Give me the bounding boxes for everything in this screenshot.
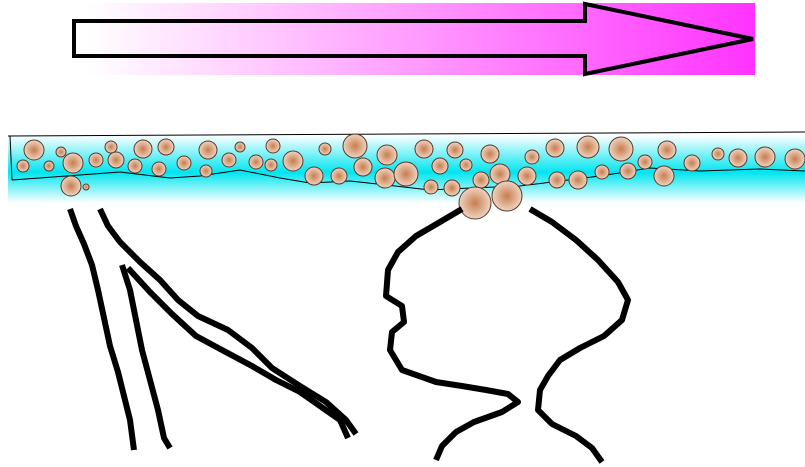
particle-27 bbox=[343, 134, 367, 158]
particle-14 bbox=[158, 139, 174, 155]
particle-24 bbox=[305, 167, 323, 185]
particle-48 bbox=[577, 136, 599, 158]
particle-45 bbox=[546, 139, 564, 157]
particle-42 bbox=[492, 181, 522, 211]
particle-26 bbox=[331, 168, 347, 184]
particle-31 bbox=[394, 162, 418, 186]
particle-16 bbox=[200, 165, 212, 177]
particle-20 bbox=[249, 155, 263, 169]
particle-58 bbox=[755, 147, 775, 167]
particle-38 bbox=[473, 172, 489, 188]
particle-9 bbox=[17, 160, 29, 172]
particle-55 bbox=[684, 155, 700, 171]
particle-59 bbox=[785, 149, 805, 169]
particle-57 bbox=[729, 149, 747, 167]
particle-layer bbox=[8, 132, 805, 219]
particle-13 bbox=[152, 162, 166, 176]
particle-22 bbox=[266, 139, 280, 153]
particle-32 bbox=[415, 140, 433, 158]
particle-47 bbox=[569, 171, 587, 189]
particle-56 bbox=[712, 148, 724, 160]
particle-3 bbox=[63, 153, 83, 173]
particle-30 bbox=[377, 145, 397, 165]
particle-29 bbox=[375, 168, 395, 188]
particle-8 bbox=[128, 159, 142, 173]
particle-18 bbox=[222, 153, 236, 167]
particle-21 bbox=[265, 159, 277, 171]
arrow-gradient-background bbox=[88, 3, 755, 75]
crack-group bbox=[70, 209, 628, 462]
particle-37 bbox=[444, 180, 460, 196]
particle-17 bbox=[199, 141, 217, 159]
particle-25 bbox=[319, 143, 331, 155]
particle-39 bbox=[481, 145, 499, 163]
particle-19 bbox=[235, 142, 245, 152]
particle-28 bbox=[354, 158, 372, 176]
particle-51 bbox=[620, 163, 636, 179]
particle-10 bbox=[44, 161, 54, 171]
crack-line-5 bbox=[386, 209, 518, 460]
particle-50 bbox=[609, 137, 633, 161]
particle-34 bbox=[447, 142, 463, 158]
particle-53 bbox=[654, 166, 674, 186]
particle-54 bbox=[658, 141, 676, 159]
particle-44 bbox=[525, 150, 539, 164]
particle-5 bbox=[108, 152, 124, 168]
particle-36 bbox=[424, 180, 438, 194]
particle-11 bbox=[61, 176, 81, 196]
particle-23 bbox=[283, 151, 303, 171]
particle-46 bbox=[549, 172, 565, 188]
particle-35 bbox=[460, 159, 472, 171]
crack-line-6 bbox=[530, 209, 628, 462]
particle-52 bbox=[638, 155, 652, 169]
particle-15 bbox=[177, 156, 191, 170]
particle-2 bbox=[56, 147, 66, 157]
particle-1 bbox=[24, 140, 44, 160]
particle-7 bbox=[134, 140, 152, 158]
particle-41 bbox=[459, 187, 491, 219]
particle-33 bbox=[432, 158, 448, 174]
particle-4 bbox=[89, 153, 103, 167]
particle-12 bbox=[83, 184, 89, 190]
particle-43 bbox=[518, 167, 536, 185]
particle-49 bbox=[595, 165, 609, 179]
particle-6 bbox=[105, 141, 117, 153]
